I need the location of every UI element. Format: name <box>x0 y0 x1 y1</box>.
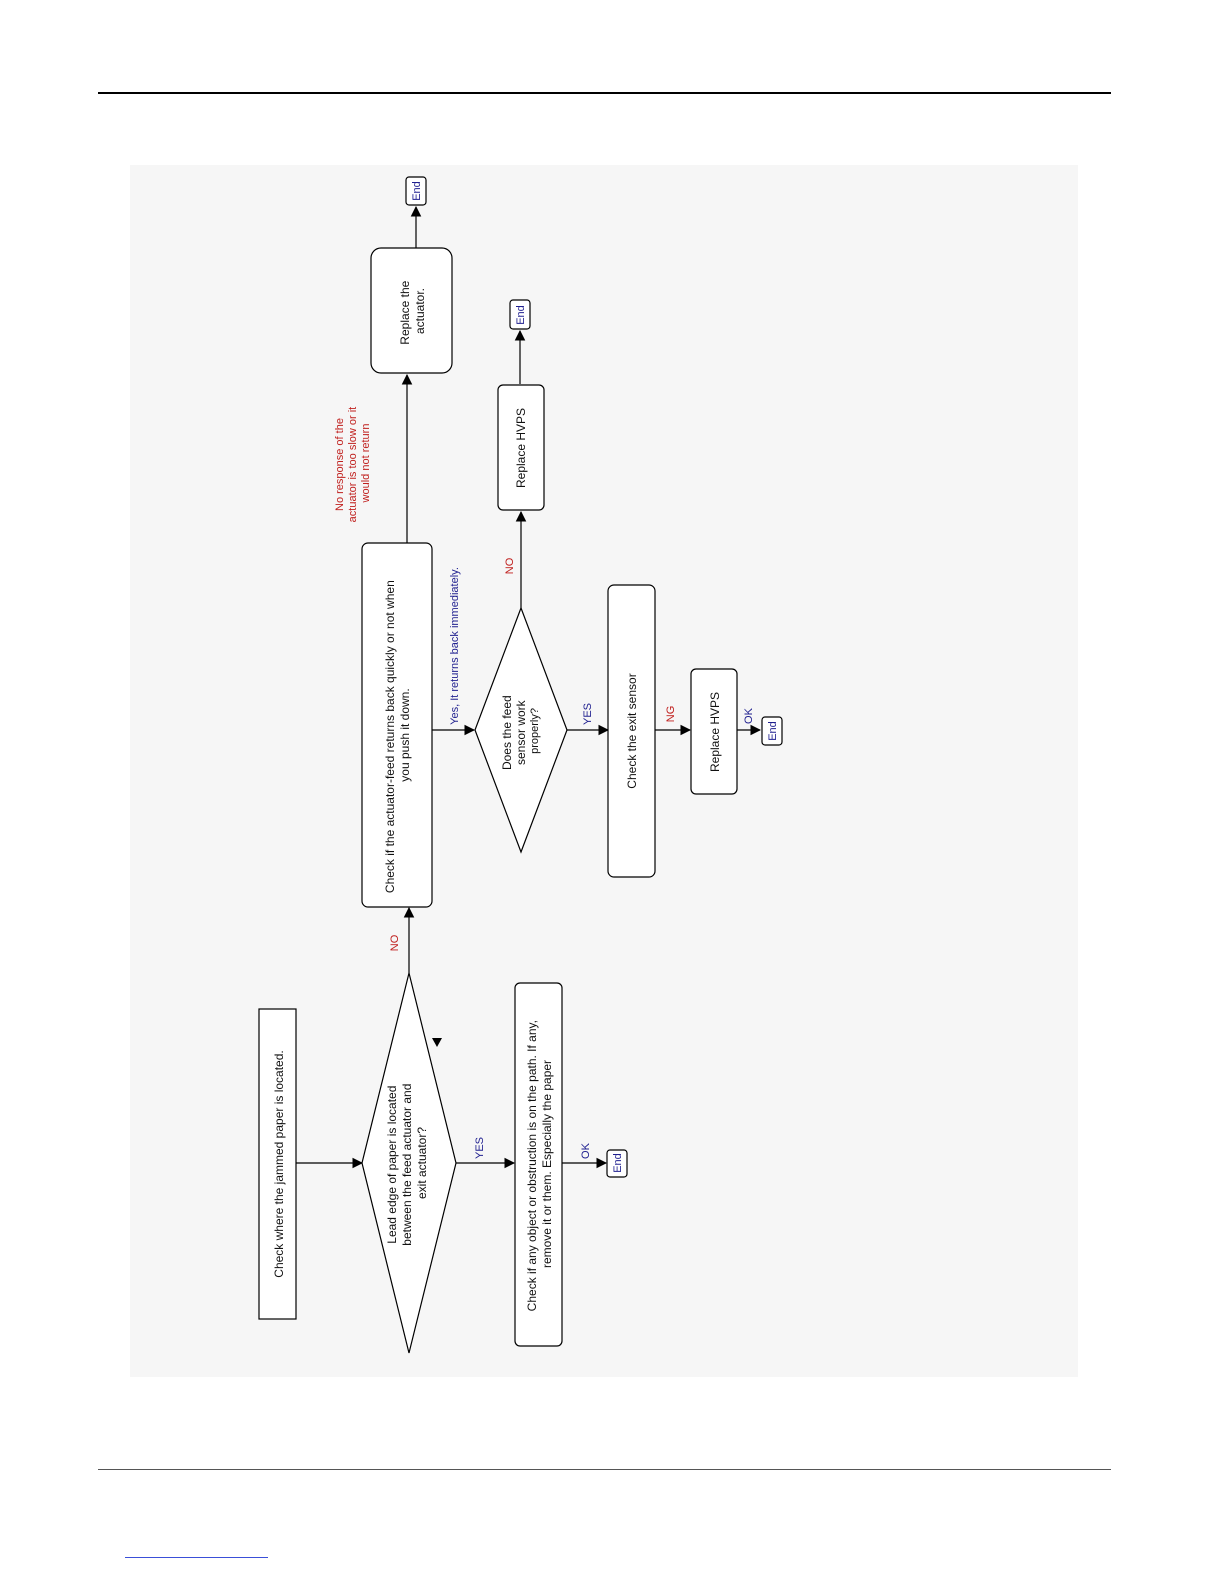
actuator-check-text-group: Check if the actuator-feed returns back … <box>383 577 412 893</box>
replace-actuator-box <box>370 247 453 374</box>
exit-sensor-box <box>607 584 656 878</box>
replace-actuator-text-group: Replace the actuator. <box>398 277 427 344</box>
end4-text-group: End <box>767 721 779 741</box>
end1-text-group: End <box>612 1153 624 1173</box>
decision1-no-group: NO <box>389 934 401 951</box>
replace-hvps2-text: Replace HVPS <box>708 692 722 772</box>
replace-hvps2-box <box>690 668 738 795</box>
obstruction-text-group: Check if any object or obstruction is on… <box>525 1017 554 1312</box>
ok1-group: OK <box>580 1142 592 1159</box>
obstruction-box <box>514 982 563 1347</box>
end1-label: End <box>612 1153 624 1173</box>
decision2-text-group: Does the feed sensor work properly? <box>500 692 541 770</box>
decision2-text: Does the feed sensor work properly? <box>500 692 541 770</box>
actuator-check-text: Check if the actuator-feed returns back … <box>383 577 412 893</box>
decision1-yes-label: YES <box>474 1137 486 1159</box>
end3-box <box>509 299 531 330</box>
replace-actuator-text: Replace the actuator. <box>398 277 427 344</box>
end3-text-group: End <box>515 305 527 325</box>
obstruction-text: Check if any object or obstruction is on… <box>525 1017 554 1312</box>
decision1-text: Lead edge of paper is located between th… <box>385 1080 429 1245</box>
decision1-yes-group: YES <box>474 1137 486 1159</box>
footer-rule <box>98 1469 1111 1470</box>
decision1-text-group: Lead edge of paper is located between th… <box>385 1080 429 1246</box>
end1-box <box>606 1149 628 1178</box>
decorative-triangle-marker <box>432 1038 442 1047</box>
replace-hvps1-text-group: Replace HVPS <box>514 408 528 488</box>
connectors <box>296 205 762 1169</box>
shapes <box>258 176 783 1354</box>
header-rule <box>98 92 1111 94</box>
slow-response-label: No response of the actuator is too slow … <box>334 404 372 523</box>
end2-box <box>405 176 427 206</box>
ng-label: NG <box>665 706 677 723</box>
ok1-label: OK <box>580 1142 592 1159</box>
decision1-diamond <box>361 972 457 1354</box>
start-box <box>258 1008 297 1320</box>
yes-returns-label: Yes, It returns back immediately. <box>449 567 461 725</box>
ok2-label: OK <box>743 707 755 724</box>
end4-box <box>761 716 783 746</box>
yes-returns-group: Yes, It returns back immediately. <box>449 567 461 725</box>
exit-sensor-text: Check the exit sensor <box>625 673 639 788</box>
footer-link-underline[interactable] <box>125 1557 268 1558</box>
end3-label: End <box>515 305 527 325</box>
decision1-no-label: NO <box>389 934 401 951</box>
ng-group: NG <box>665 706 677 723</box>
end4-label: End <box>767 721 779 741</box>
actuator-check-box <box>361 542 433 908</box>
exit-sensor-text-group: Check the exit sensor <box>625 673 639 788</box>
slow-label-group: No response of the actuator is too slow … <box>334 404 372 523</box>
replace-hvps1-box <box>497 384 545 511</box>
replace-hvps2-text-group: Replace HVPS <box>708 692 722 772</box>
decision2-no-group: NO <box>504 557 516 574</box>
end2-text-group: End <box>411 181 423 201</box>
start-text: Check where the jammed paper is located. <box>272 1050 286 1277</box>
end2-label: End <box>411 181 423 201</box>
decision2-yes-label: YES <box>582 703 594 725</box>
decision2-diamond <box>474 606 568 854</box>
start-text-group: Check where the jammed paper is located. <box>272 1050 286 1277</box>
decision2-no-label: NO <box>504 557 516 574</box>
decision2-yes-group: YES <box>582 703 594 725</box>
replace-hvps1-text: Replace HVPS <box>514 408 528 488</box>
ok2-group: OK <box>743 707 755 724</box>
